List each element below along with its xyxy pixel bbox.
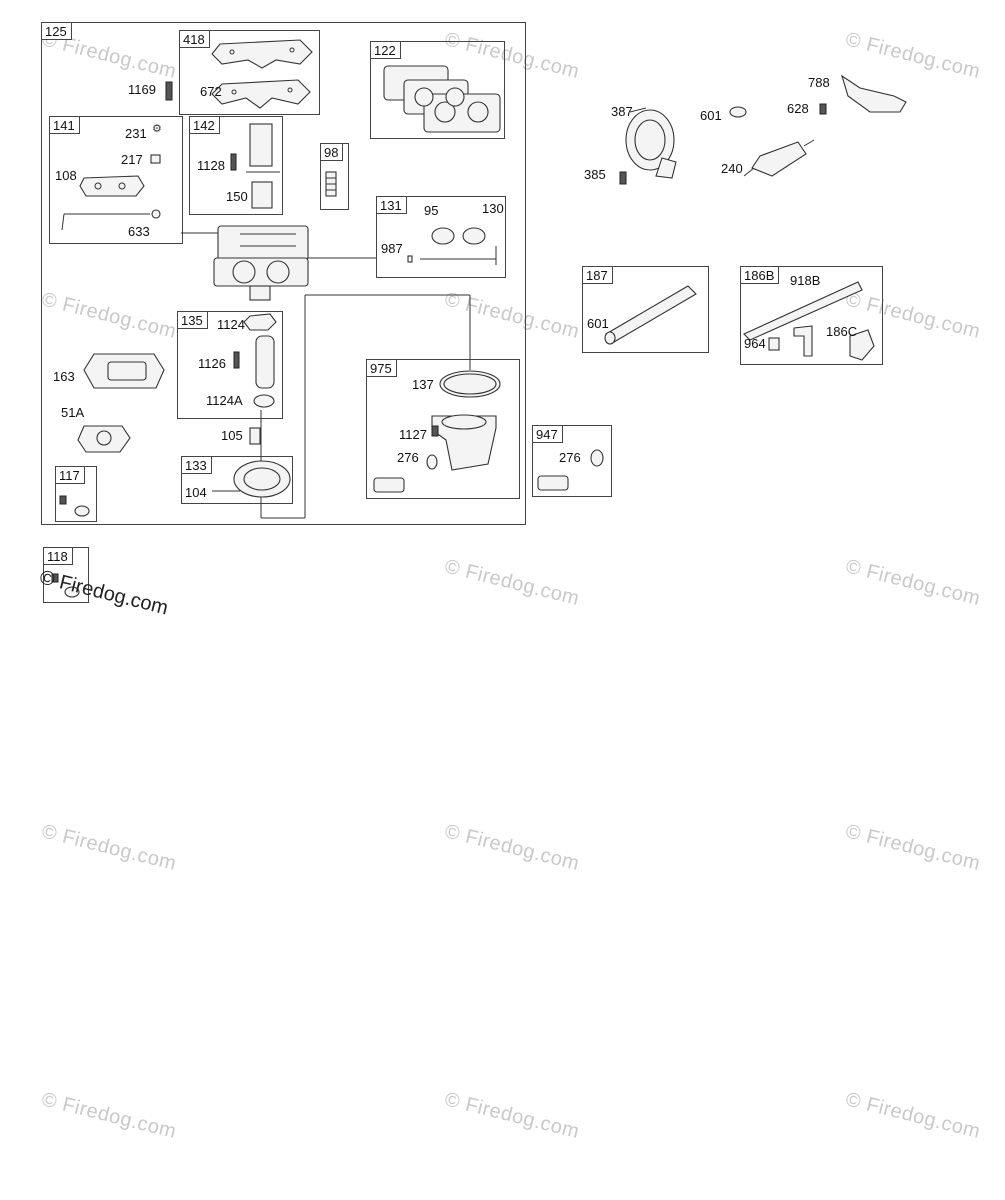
part-label: 276: [559, 450, 581, 465]
group-tag: 418: [179, 30, 210, 48]
part-label: 217: [121, 152, 143, 167]
group-131-frame: 131: [376, 196, 506, 278]
part-label: 150: [226, 189, 248, 204]
part-label: 672: [200, 84, 222, 99]
part-label: 108: [55, 168, 77, 183]
part-label: 964: [744, 336, 766, 351]
part-label: 385: [584, 167, 606, 182]
group-975-frame: 975: [366, 359, 520, 499]
group-141-frame: 141: [49, 116, 183, 244]
group-98-frame: 98: [320, 143, 349, 210]
part-label: 1124: [217, 317, 245, 332]
part-label: 601: [587, 316, 609, 331]
part-label: 1126: [198, 356, 226, 371]
group-tag: 975: [366, 359, 397, 377]
group-tag: 133: [181, 456, 212, 474]
part-label: 1169: [128, 82, 156, 97]
group-tag: 135: [177, 311, 208, 329]
part-label: 1128: [197, 158, 225, 173]
part-label: 918B: [790, 273, 821, 288]
group-tag: 947: [532, 425, 563, 443]
group-133-frame: 133: [181, 456, 293, 504]
group-tag: 118: [43, 547, 73, 565]
group-187-frame: 187: [582, 266, 709, 353]
group-tag: 131: [376, 196, 407, 214]
group-418-frame: 418: [179, 30, 320, 115]
group-tag: 122: [370, 41, 401, 59]
part-label: 240: [721, 161, 743, 176]
part-label: 163: [53, 369, 75, 384]
part-label: 987: [381, 241, 403, 256]
part-label: 137: [412, 377, 434, 392]
group-125-frame: 125: [41, 22, 526, 525]
part-label: 628: [787, 101, 809, 116]
group-tag: 117: [55, 466, 85, 484]
group-tag: 186B: [740, 266, 780, 284]
group-tag: 98: [320, 143, 344, 161]
group-142-frame: 142: [189, 116, 283, 215]
part-label: 788: [808, 75, 830, 90]
part-label: 95: [424, 203, 439, 218]
part-label: 276: [397, 450, 419, 465]
part-label: 104: [185, 485, 207, 500]
part-label: 387: [611, 104, 633, 119]
part-label: 1127: [399, 427, 427, 442]
part-label: 186C: [826, 324, 858, 339]
part-label: 601: [700, 108, 722, 123]
part-label: 51A: [61, 405, 85, 420]
group-122-frame: 122: [370, 41, 505, 139]
part-label: 130: [482, 201, 504, 216]
part-label: 1124A: [206, 393, 243, 408]
group-tag: 125: [41, 22, 72, 40]
group-tag: 142: [189, 116, 220, 134]
group-tag: 141: [49, 116, 80, 134]
svg-text:⚙: ⚙: [152, 123, 162, 135]
part-label: 231: [125, 126, 147, 141]
group-186b-frame: 186B: [740, 266, 883, 365]
group-135-frame: 135: [177, 311, 283, 419]
group-118-frame: 118: [43, 547, 89, 603]
part-label: 105: [221, 428, 243, 443]
part-label: 633: [128, 224, 150, 239]
group-117-frame: 117: [55, 466, 97, 522]
group-tag: 187: [582, 266, 613, 284]
group-947-frame: 947: [532, 425, 612, 497]
